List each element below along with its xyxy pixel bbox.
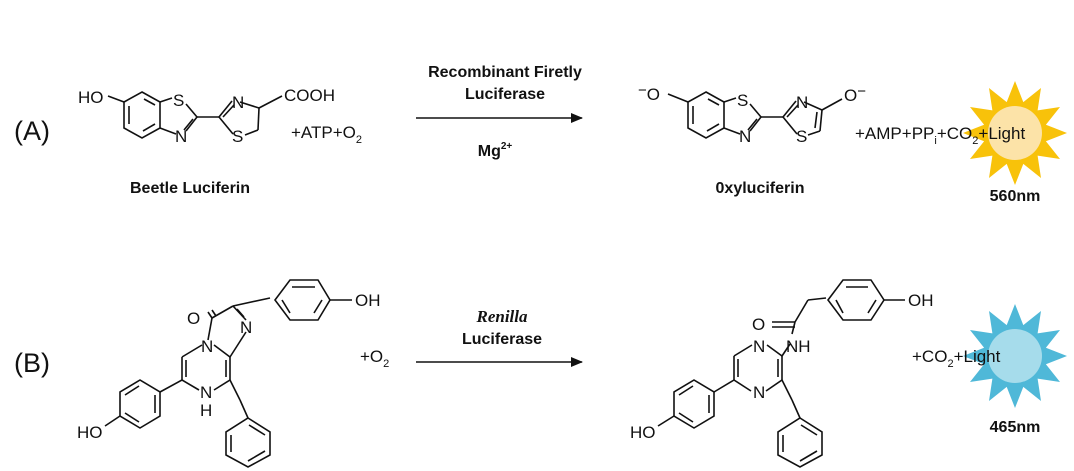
wavelength-560: 560nm xyxy=(990,188,1041,205)
panel-b-byproducts: +CO2+Light xyxy=(912,347,1001,370)
beetle-luciferin-n2: N xyxy=(232,93,244,112)
beetle-luciferin-structure xyxy=(107,91,283,139)
coelenterazine-o: O xyxy=(187,309,200,328)
coelenterazine-structure xyxy=(104,279,352,468)
panel-a-label: (A) xyxy=(14,116,50,146)
oxyluciferin-o-right: O− xyxy=(844,83,866,105)
oxyluciferin-s2: S xyxy=(796,127,807,146)
panel-b-label: (B) xyxy=(14,348,50,378)
coelenterazine-nh-h: H xyxy=(200,401,212,420)
coelenterazine-oh: OH xyxy=(355,291,381,310)
beetle-luciferin-ho: HO xyxy=(78,88,104,107)
enzyme-b-line2: Luciferase xyxy=(462,331,542,348)
enzyme-a-line1: Recombinant Firetly xyxy=(428,64,582,81)
reactant-name-beetle-luciferin: Beetle Luciferin xyxy=(130,180,250,197)
coelenteramide-structure xyxy=(657,279,905,468)
beetle-luciferin-s1: S xyxy=(173,91,184,110)
panel-a-byproducts: +AMP+PPi+CO2+Light xyxy=(855,124,1025,147)
coelenteramide-o: O xyxy=(752,315,765,334)
panel-b-cofactors: +O2 xyxy=(360,347,389,370)
oxyluciferin-o-left: −O xyxy=(638,82,660,104)
coelenterazine-n1: N xyxy=(201,337,213,356)
coelenterazine-ho: HO xyxy=(77,423,103,442)
oxyluciferin-s1: S xyxy=(737,91,748,110)
beetle-luciferin-s2: S xyxy=(232,127,243,146)
product-name-oxyluciferin: 0xyluciferin xyxy=(716,180,805,197)
oxyluciferin-n1: N xyxy=(739,127,751,146)
panel-a: (A) HO S xyxy=(14,64,1067,205)
coelenteramide-oh: OH xyxy=(908,291,934,310)
condition-magnesium: Mg2+ xyxy=(478,141,513,160)
coelenterazine-nh-n: N xyxy=(200,383,212,402)
coelenteramide-nh: NH xyxy=(786,337,811,356)
beetle-luciferin-cooh: COOH xyxy=(284,86,335,105)
coelenteramide-ho: HO xyxy=(630,423,656,442)
panel-a-cofactors: +ATP+O2 xyxy=(291,123,362,146)
light-burst-blue xyxy=(963,304,1067,408)
coelenteramide-n2: N xyxy=(753,383,765,402)
oxyluciferin-n2: N xyxy=(796,93,808,112)
coelenteramide-n1: N xyxy=(753,337,765,356)
wavelength-465: 465nm xyxy=(990,419,1041,436)
beetle-luciferin-n1: N xyxy=(175,127,187,146)
enzyme-a-line2: Luciferase xyxy=(465,86,545,103)
coelenterazine-n2: N xyxy=(240,318,252,337)
enzyme-b-line1: Renilla xyxy=(475,307,528,326)
panel-b: (B) xyxy=(14,279,1067,468)
oxyluciferin-structure xyxy=(667,91,843,139)
light-burst-yellow xyxy=(963,81,1067,185)
